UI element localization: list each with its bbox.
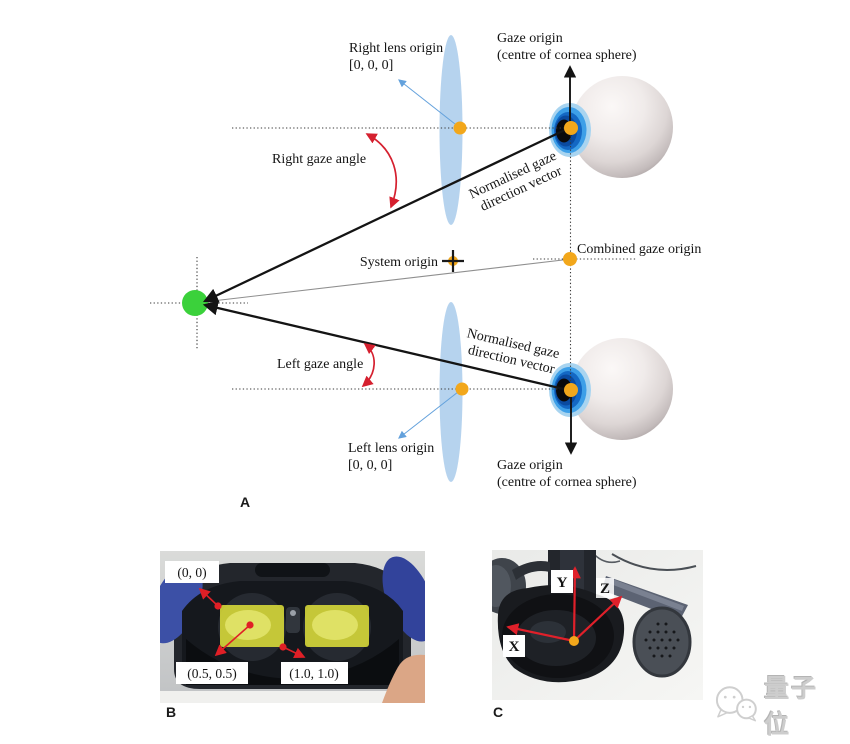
panel-c-letter: C bbox=[493, 704, 504, 720]
coord-label-bottom-right: (1.0, 1.0) bbox=[289, 666, 339, 681]
gaze-origin-bottom-label: Gaze origin bbox=[497, 458, 563, 473]
right-lens bbox=[439, 35, 463, 225]
axis-x-arrow bbox=[506, 623, 575, 643]
axis-y-label: Y bbox=[557, 575, 568, 591]
axis-z-label: Z bbox=[600, 581, 610, 597]
normalised-vector-top-label: Normalised gaze direction vector bbox=[467, 147, 569, 216]
right-gaze-angle-arc bbox=[365, 133, 400, 209]
headset-interior-photo: (0, 0) (0.5, 0.5) (1.0, 1.0) bbox=[160, 551, 425, 703]
gaze-origin-bottom-sublabel: (centre of cornea sphere) bbox=[497, 475, 637, 490]
left-lens-origin-label: Left lens origin bbox=[348, 441, 434, 456]
system-origin-label: System origin bbox=[360, 255, 438, 270]
left-lens-origin-coords: [0, 0, 0] bbox=[348, 458, 392, 473]
hand bbox=[382, 654, 425, 703]
right-lens-origin-coords: [0, 0, 0] bbox=[349, 58, 393, 73]
left-lens-origin-arrow bbox=[398, 391, 459, 439]
axes-origin-dot bbox=[569, 636, 579, 646]
gaze-geometry-diagram: Right lens origin [0, 0, 0] Gaze origin … bbox=[150, 31, 701, 490]
lens-highlight-right bbox=[305, 605, 369, 647]
right-lens-origin-dot bbox=[453, 121, 467, 135]
left-lens-origin-dot bbox=[455, 382, 469, 396]
headphone-grille bbox=[644, 622, 680, 658]
normalised-vector-bottom-label: Normalised gaze direction vector bbox=[462, 326, 564, 378]
gaze-origin-top-label: Gaze origin bbox=[497, 31, 563, 46]
right-gaze-origin-dot bbox=[564, 121, 578, 135]
coord-label-top-left: (0, 0) bbox=[177, 565, 206, 580]
headset-device bbox=[492, 550, 697, 683]
combined-gaze-line bbox=[206, 258, 568, 305]
watermark-text: 量子位 bbox=[764, 675, 819, 739]
axis-z-arrow bbox=[573, 595, 623, 642]
coordinate-annotations bbox=[198, 587, 306, 658]
panel-b-letter: B bbox=[166, 704, 177, 720]
right-gaze-line bbox=[202, 127, 568, 303]
headset-exterior-photo: Y Z X bbox=[492, 550, 703, 700]
right-lens-origin-arrow bbox=[398, 79, 456, 125]
left-gaze-line bbox=[202, 300, 569, 392]
axis-x-label: X bbox=[509, 639, 520, 655]
combined-gaze-origin-dot bbox=[563, 252, 577, 266]
right-lens-origin-label: Right lens origin bbox=[349, 41, 443, 56]
watermark: 量子位 bbox=[712, 675, 844, 739]
left-gaze-angle-arc bbox=[361, 342, 376, 388]
construction-lines bbox=[150, 127, 637, 390]
system-origin-marker bbox=[442, 250, 464, 272]
gaze-origin-top-sublabel: (centre of cornea sphere) bbox=[497, 48, 637, 63]
left-lens bbox=[439, 302, 463, 482]
coord-label-center: (0.5, 0.5) bbox=[187, 666, 237, 681]
right-gaze-angle-label: Right gaze angle bbox=[272, 152, 366, 167]
coordinate-axes bbox=[506, 566, 623, 643]
axis-y-arrow bbox=[568, 566, 581, 642]
panel-a-letter: A bbox=[240, 494, 251, 510]
fixation-target bbox=[182, 290, 208, 316]
combined-gaze-origin-label: Combined gaze origin bbox=[577, 242, 701, 257]
wechat-icon bbox=[715, 686, 757, 722]
left-gaze-origin-dot bbox=[564, 383, 578, 397]
right-headphone bbox=[632, 606, 692, 678]
left-gaze-angle-label: Left gaze angle bbox=[277, 357, 363, 372]
